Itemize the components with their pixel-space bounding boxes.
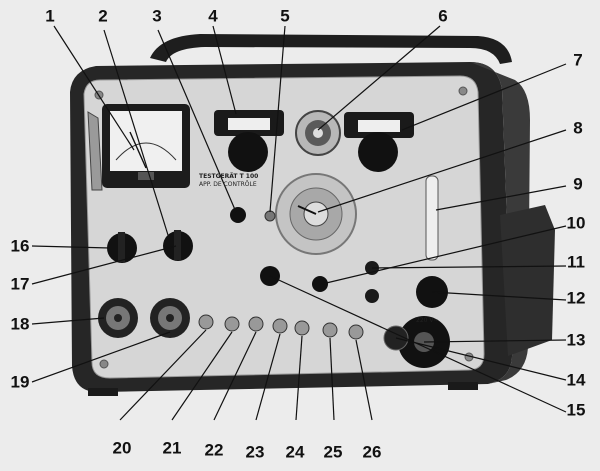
callout-8: 8 — [573, 118, 583, 138]
callout-15: 15 — [566, 400, 586, 420]
analog-meter — [102, 104, 190, 188]
socket-11b — [365, 289, 379, 303]
indicator-5 — [264, 210, 276, 222]
callout-3: 3 — [152, 6, 162, 26]
range-switch-16 — [107, 232, 137, 263]
range-switch-17 — [163, 230, 193, 261]
toggle-switch-row — [198, 314, 364, 340]
foot-left — [88, 388, 118, 396]
callout-1: 1 — [45, 6, 55, 26]
thumbwheel-window-7 — [344, 112, 414, 172]
callout-5: 5 — [280, 6, 290, 26]
thumbwheel-window-4 — [214, 110, 284, 172]
callout-16: 16 — [10, 236, 30, 256]
knob-10 — [312, 276, 328, 292]
callout-14: 14 — [566, 370, 586, 390]
panel-title-line2: APP. DE CONTRÔLE — [199, 181, 257, 188]
callout-13: 13 — [566, 330, 586, 350]
callout-6: 6 — [438, 6, 448, 26]
callout-18: 18 — [10, 314, 30, 334]
foot-right — [448, 382, 478, 390]
callout-23: 23 — [245, 442, 265, 462]
meter-handle — [87, 111, 103, 191]
vertical-indicator-9 — [425, 175, 439, 261]
callout-17: 17 — [10, 274, 30, 294]
panel-title-line1: TESTGERÄT T 100 — [199, 173, 259, 180]
connector-19 — [150, 298, 190, 338]
callout-25: 25 — [323, 442, 343, 462]
callout-26: 26 — [362, 442, 382, 462]
callout-10: 10 — [566, 213, 586, 233]
voltage-label: 220 V~ — [416, 317, 439, 324]
callout-9: 9 — [573, 174, 583, 194]
connector-18 — [98, 298, 138, 338]
leader-lines — [31, 25, 567, 421]
callout-7: 7 — [573, 50, 583, 70]
callout-22: 22 — [204, 440, 224, 460]
tube-socket — [295, 110, 341, 156]
callout-24: 24 — [285, 442, 305, 462]
callout-4: 4 — [208, 6, 218, 26]
carry-handle — [150, 34, 512, 64]
callout-12: 12 — [566, 288, 586, 308]
side-latch — [500, 205, 555, 356]
small-knob-3 — [230, 207, 246, 223]
callout-21: 21 — [162, 438, 182, 458]
callout-11: 11 — [567, 252, 585, 272]
callout-2: 2 — [98, 6, 108, 26]
callout-19: 19 — [10, 372, 30, 392]
callout-20: 20 — [112, 438, 132, 458]
center-dial — [275, 173, 357, 255]
